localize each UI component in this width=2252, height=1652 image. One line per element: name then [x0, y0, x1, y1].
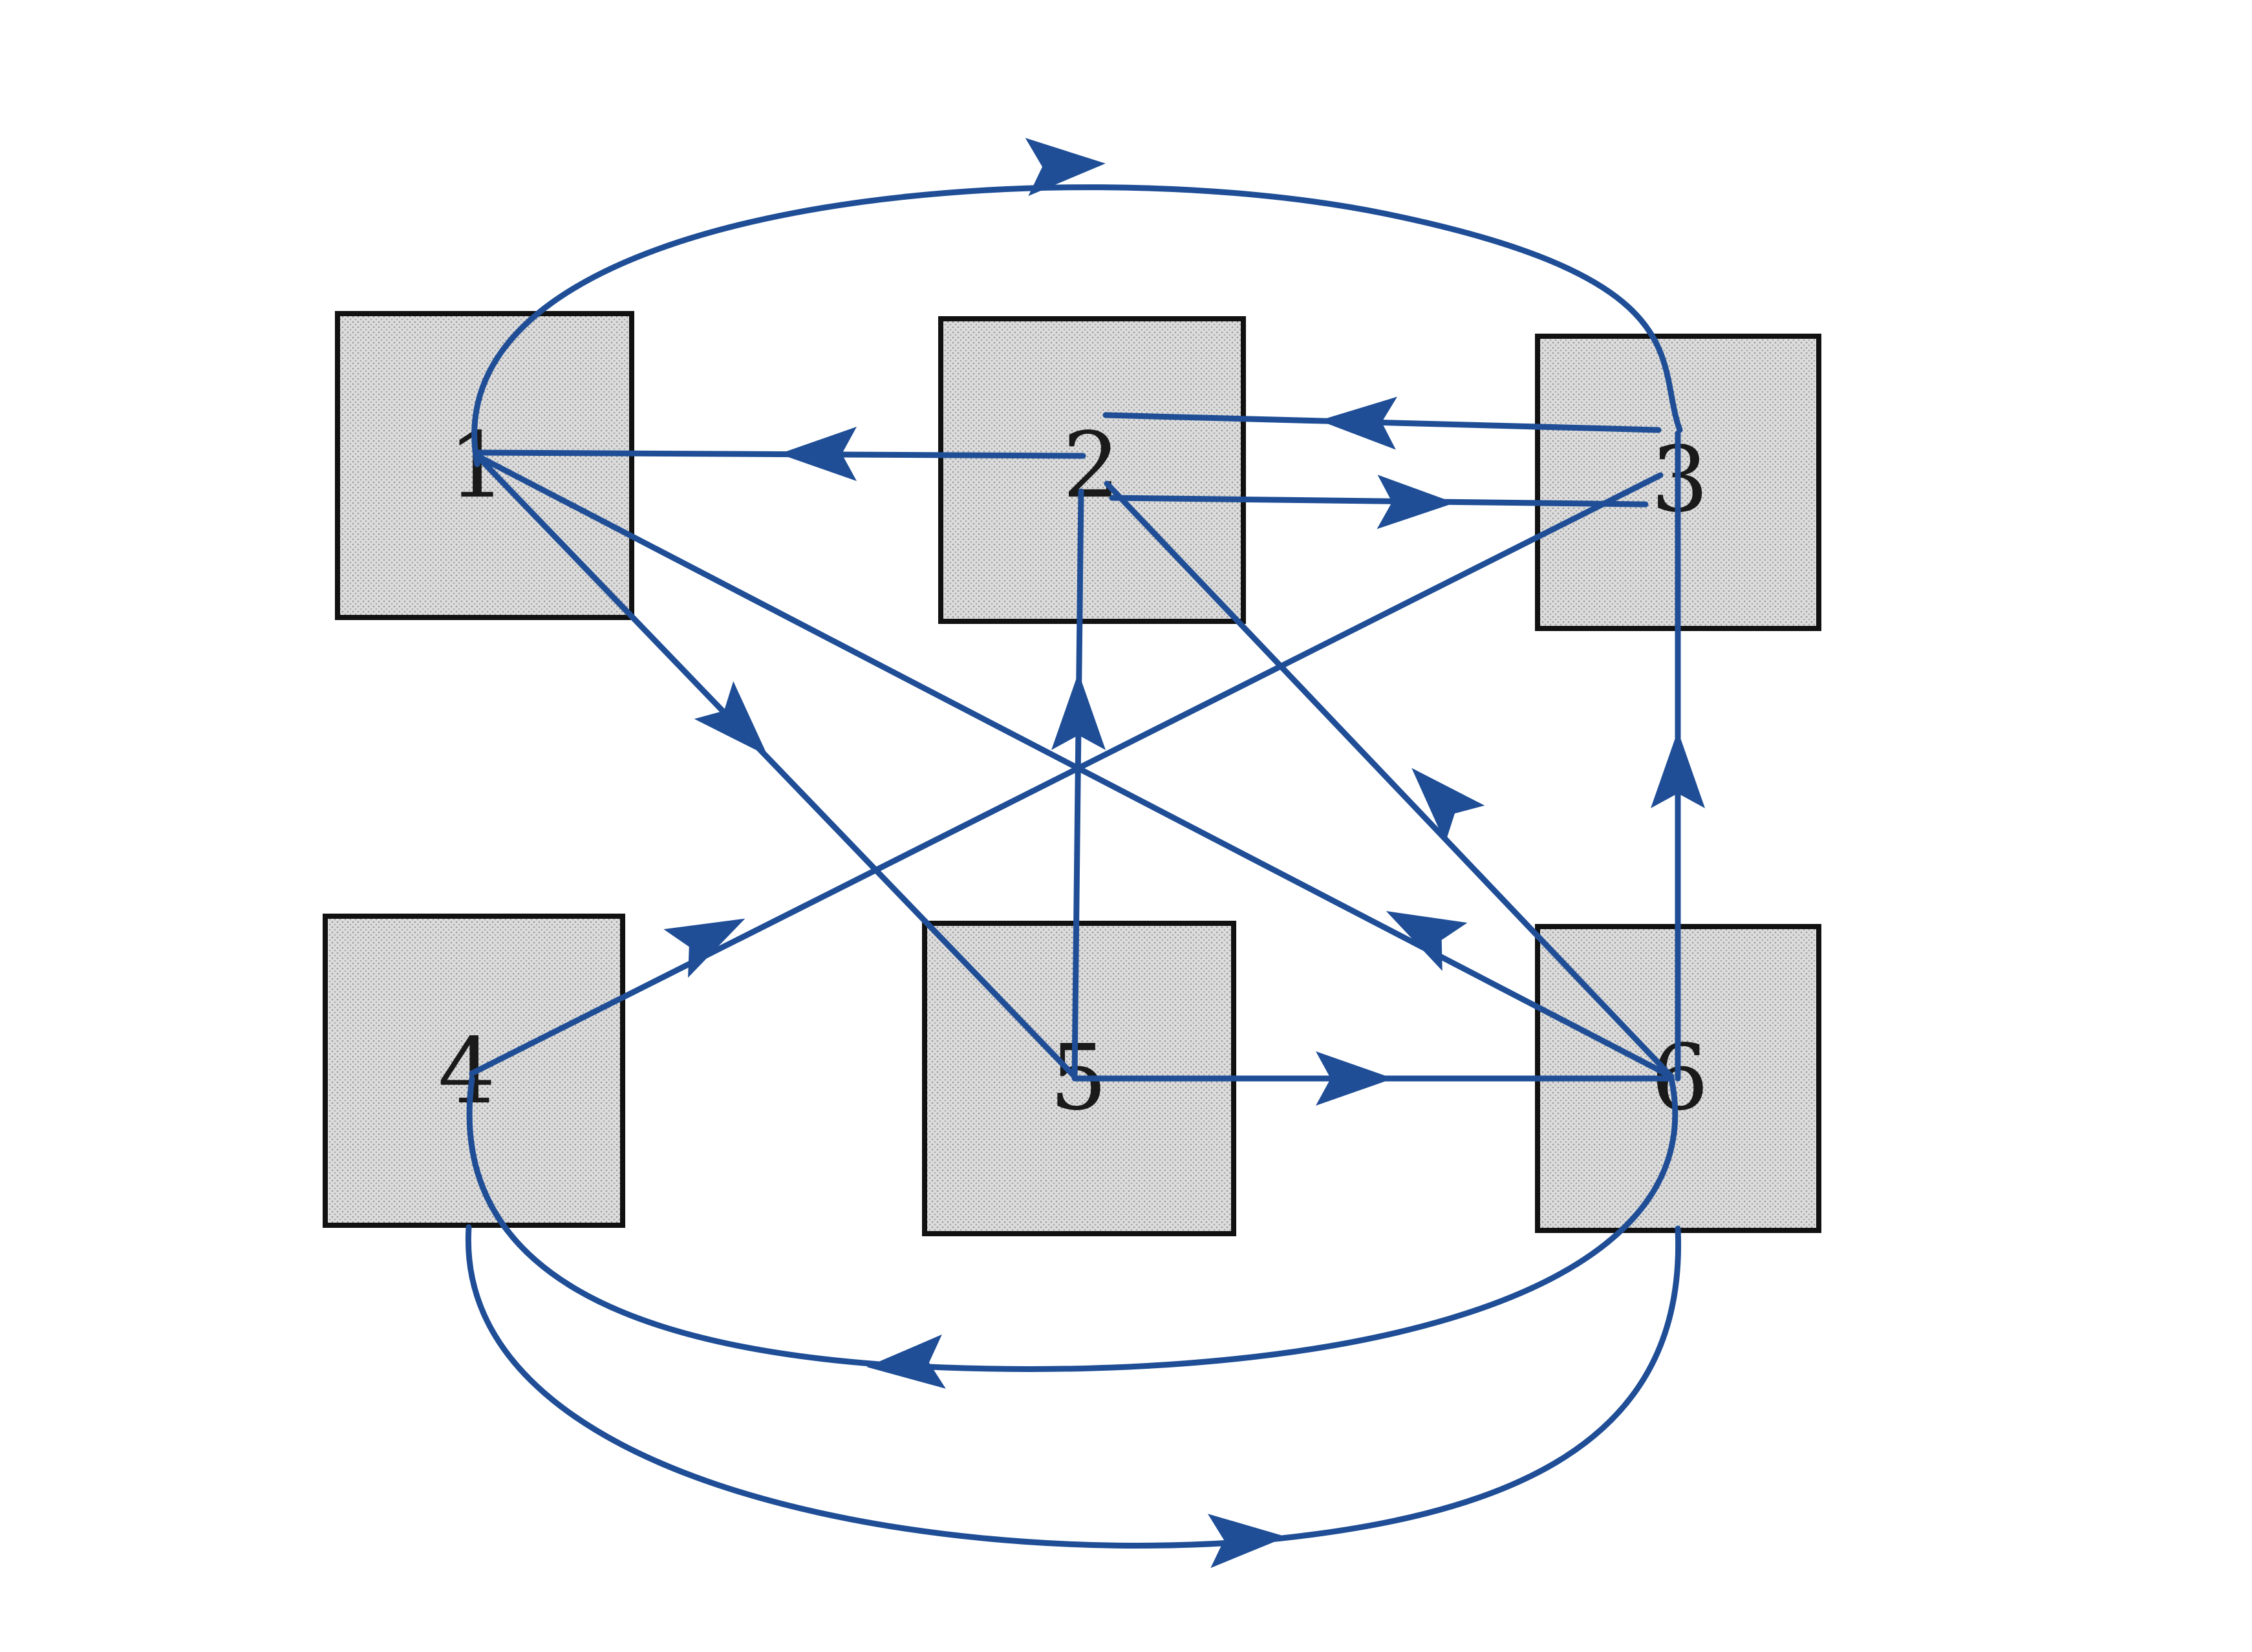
arrowhead-5-to-2 — [1051, 672, 1106, 750]
arrowhead-3-to-2 — [1319, 396, 1398, 450]
node-label-2: 2 — [1062, 413, 1120, 519]
edge-2-to-3 — [1109, 495, 1649, 508]
edge-3-to-2 — [1102, 412, 1662, 433]
arrowhead-6-to-1 — [1386, 910, 1468, 971]
edge-5-to-1 — [474, 453, 1078, 1080]
arrowhead-2-to-3 — [1377, 475, 1455, 530]
edges — [465, 184, 1683, 1549]
arrowheads — [663, 138, 1705, 1569]
arrowhead-4-to-3 — [663, 918, 745, 978]
edge-6-to-2 — [1104, 480, 1675, 1080]
arrowhead-6-to-2 — [1411, 767, 1485, 843]
edge-6-to-4-arc — [466, 1075, 1678, 1372]
arrowhead-5-to-6 — [1316, 1051, 1393, 1106]
arrowhead-1-to-3 — [1025, 138, 1106, 197]
arrowhead-6-to-4 — [866, 1334, 946, 1389]
arrowhead-5-to-1 — [694, 681, 768, 756]
arrowhead-2-to-1 — [779, 427, 857, 481]
edge-4-to-3 — [469, 472, 1664, 1077]
arrowhead-4-to-6 — [1207, 1514, 1287, 1569]
arrowhead-6-to-3 — [1651, 731, 1705, 808]
edge-1-to-3-arc — [471, 184, 1683, 467]
edge-5-to-2 — [1071, 488, 1084, 1080]
edge-6-to-1 — [474, 453, 1675, 1080]
edge-4-to-6-outer-arc — [465, 1224, 1682, 1549]
